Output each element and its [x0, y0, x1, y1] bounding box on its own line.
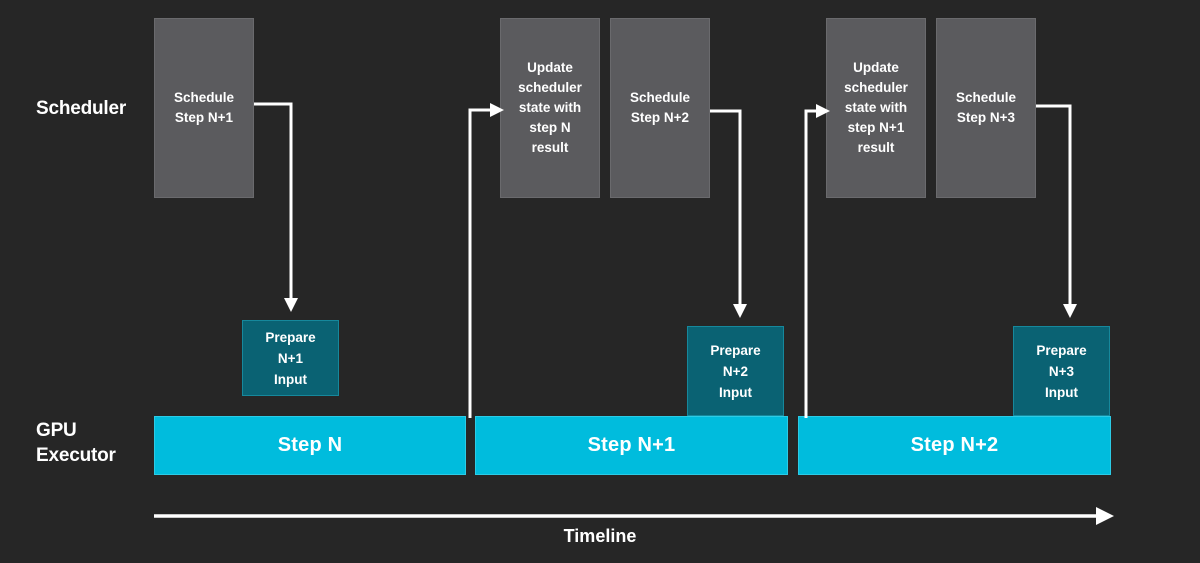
row-label-scheduler: Scheduler — [36, 98, 127, 119]
gpu-bar-step-n-plus-2: Step N+2 — [798, 416, 1111, 475]
scheduler-box-schedule-step-n-plus-1: Schedule Step N+1 — [154, 18, 254, 198]
scheduler-box-update-state-step-n-plus-1: Update scheduler state with step N+1 res… — [826, 18, 926, 198]
scheduler-box-schedule-step-n-plus-3: Schedule Step N+3 — [936, 18, 1036, 198]
gpu-bar-step-n-plus-1: Step N+1 — [475, 416, 788, 475]
timeline-axis-arrow — [154, 507, 1114, 525]
connector-schedule-n2-to-prepare-n2 — [710, 109, 747, 318]
scheduler-box-update-state-step-n: Update scheduler state with step N resul… — [500, 18, 600, 198]
scheduler-box-schedule-step-n-plus-2: Schedule Step N+2 — [610, 18, 710, 198]
row-label-gpu-executor: GPU Executor — [36, 420, 116, 466]
connector-schedule-n3-to-prepare-n3 — [1036, 104, 1077, 318]
timeline-label: Timeline — [563, 526, 637, 546]
prepare-box-n-plus-2-input: Prepare N+2 Input — [687, 326, 784, 416]
gpu-bar-step-n: Step N — [154, 416, 466, 475]
connector-step-n-to-update-state — [468, 103, 504, 418]
connector-schedule-n1-to-prepare-n1 — [254, 102, 298, 312]
prepare-box-n-plus-3-input: Prepare N+3 Input — [1013, 326, 1110, 416]
prepare-box-n-plus-1-input: Prepare N+1 Input — [242, 320, 339, 396]
